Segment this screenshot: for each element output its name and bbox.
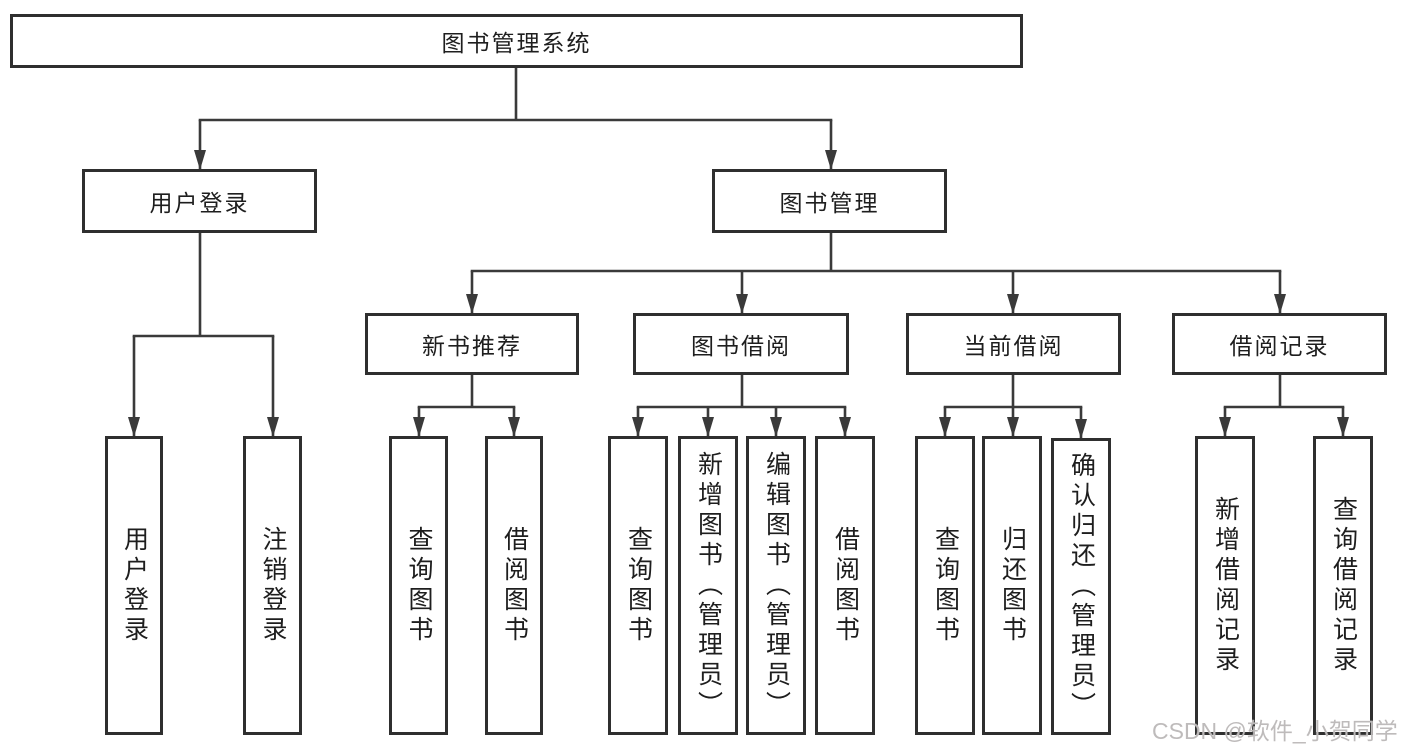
node-book-borrowing: 图书借阅	[633, 313, 849, 375]
leaf-return-book: 归还图书	[982, 436, 1042, 735]
leaf-user-login: 用户登录	[105, 436, 163, 735]
node-user-login: 用户登录	[82, 169, 317, 233]
node-book-management: 图书管理	[712, 169, 947, 233]
leaf-recommend-query-books: 查询图书	[389, 436, 448, 735]
node-new-book-recommend: 新书推荐	[365, 313, 579, 375]
leaf-edit-book-admin: 编辑图书（管理员）	[746, 436, 806, 735]
leaf-recommend-borrow-books: 借阅图书	[485, 436, 543, 735]
node-current-borrowing: 当前借阅	[906, 313, 1121, 375]
leaf-borrowing-query-books: 查询图书	[608, 436, 668, 735]
leaf-query-borrow-record: 查询借阅记录	[1313, 436, 1373, 735]
leaf-current-query-books: 查询图书	[915, 436, 975, 735]
leaf-confirm-return-admin: 确认归还（管理员）	[1051, 438, 1111, 735]
leaf-add-borrow-record: 新增借阅记录	[1195, 436, 1255, 735]
leaf-logout: 注销登录	[243, 436, 302, 735]
node-library-management-system: 图书管理系统	[10, 14, 1023, 68]
leaf-borrowing-borrow-books: 借阅图书	[815, 436, 875, 735]
leaf-add-book-admin: 新增图书（管理员）	[678, 436, 738, 735]
node-borrowing-records: 借阅记录	[1172, 313, 1387, 375]
csdn-watermark: CSDN @软件_小贺同学	[1152, 718, 1398, 744]
